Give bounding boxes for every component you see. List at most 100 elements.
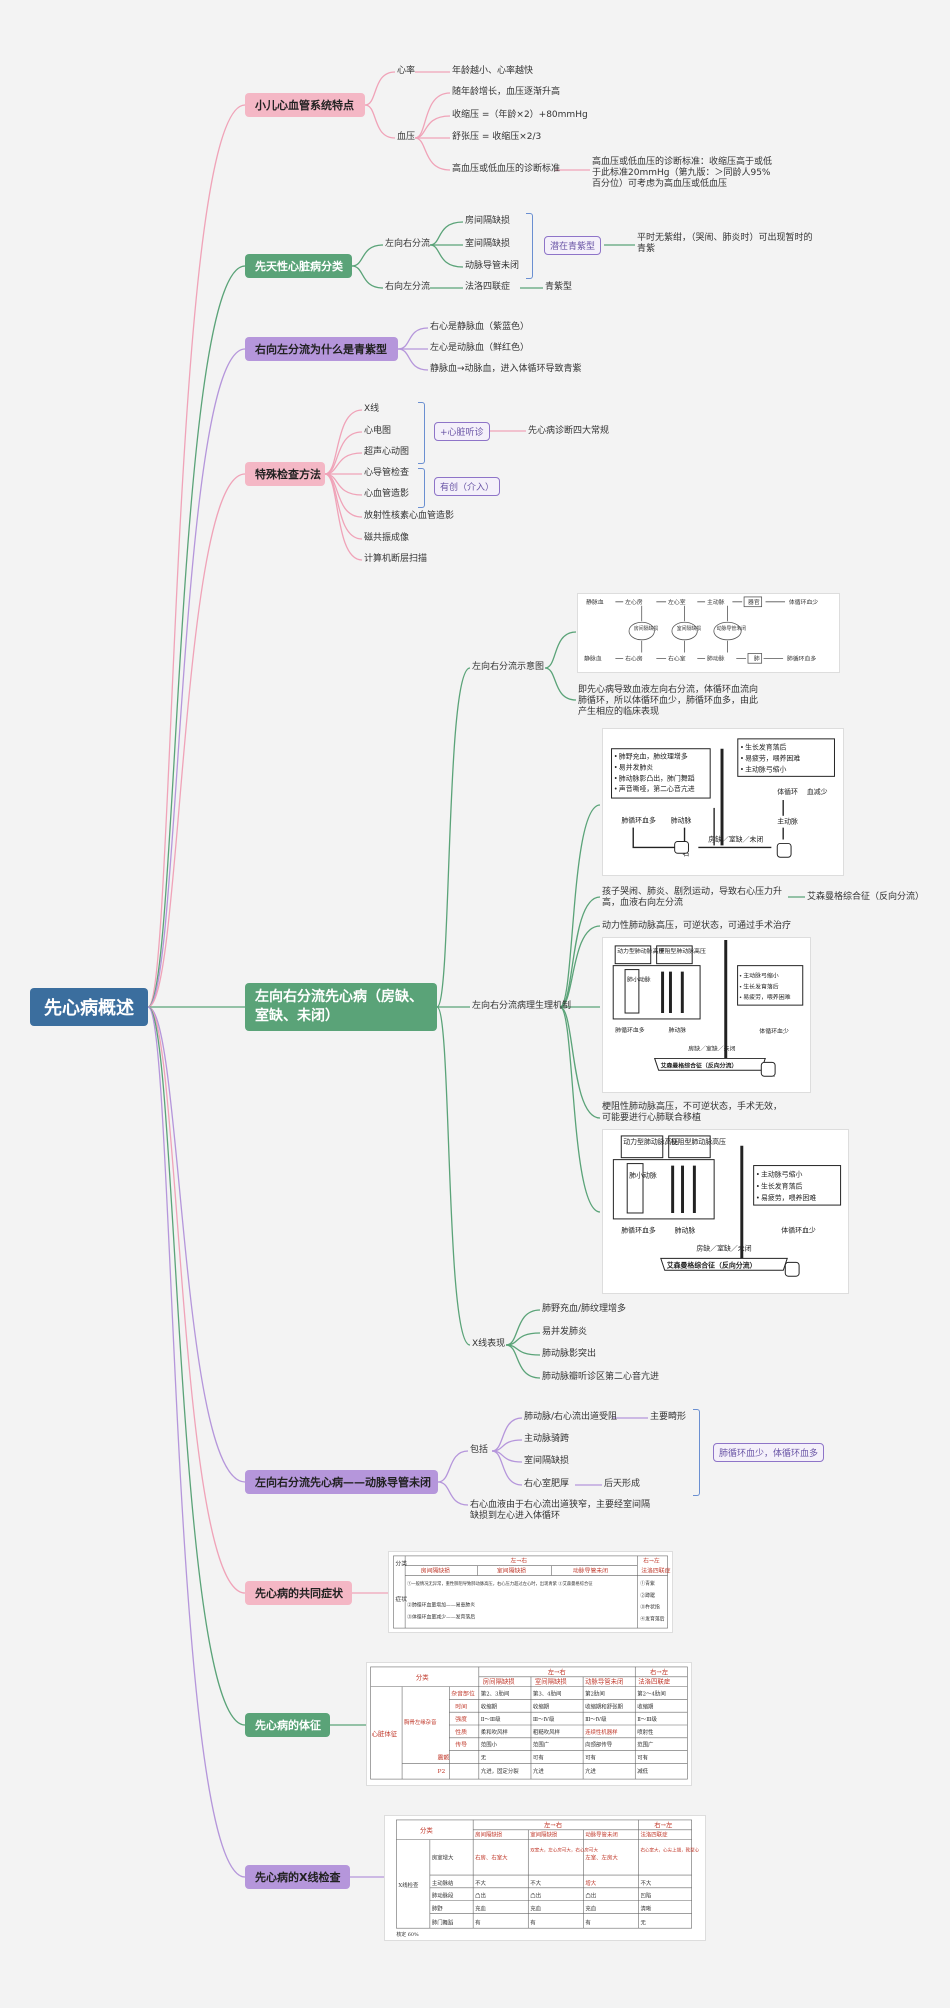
exam-catheter: 心导管检查 [364,468,410,478]
pda-item-1-detail: 主要畸形 [650,1412,687,1422]
t3-left-main: X线检查 [398,1881,419,1889]
t2-head-2: 右→左 [650,1667,669,1676]
d2-label-6: 体循环 [777,787,798,796]
symptoms-table: 分类 左→右 右→左 房间隔缺损 室间隔缺损 动脉导管未闭 法洛四联症 症状 ①… [388,1551,673,1633]
d1-mid-0: 房间隔缺损 [634,625,658,632]
t2-rowlabel-1: 时间 [455,1702,467,1710]
category-common-symptoms[interactable]: 先心病的共同症状 [245,1581,352,1605]
rl-tetralogy: 法洛四联症 [465,282,511,292]
bp-item-4-detail: 高血压或低血压的诊断标准：收缩压高于或低于此标准20mmHg（第九版：＞同龄人9… [592,157,773,189]
t3-head-2: 右→左 [654,1820,673,1829]
t2-c2-0: 第2肋间 [585,1689,605,1697]
category-rl-cyanosis[interactable]: 右向左分流为什么是青紫型 [245,337,398,361]
d2-label-5: 主动脉 [777,817,798,826]
d3-right-2: • 易疲劳，喂养困难 [740,993,791,1001]
t1-row-0: ①一般情况无异常，重性肺阻导致肺动脉高压，右心压力超过左心时，出现青紫 ②艾森曼… [407,1580,593,1587]
d1-top-1: 左心房 [625,598,643,606]
t1-rowlabel: 症状 [395,1595,407,1603]
t3-c2-2: 凸出 [585,1892,596,1900]
bp-label: 血压 [397,132,416,142]
d1-top-5: 体循环血少 [789,598,818,606]
auscultation-detail: 先心病诊断四大常规 [528,426,610,436]
t1-head-2: 右→左 [643,1557,660,1565]
t2-rowlabel-4: 传导 [455,1741,467,1749]
category-heart-features[interactable]: 小儿心血管系统特点 [245,93,365,117]
d2-label-3: 房缺／室缺／未闭 [708,834,763,843]
bp-item-1: 随年龄增长，血压逐渐升高 [452,87,561,97]
lr-shunt-label: 左向右分流 [385,239,431,249]
t2-c2-6: 亢进 [585,1767,596,1775]
xray-item-1: 肺野充血/肺纹理增多 [542,1304,627,1314]
t2-c0-6: 亢进，固定分裂 [481,1767,519,1775]
pda-note: 右心血液由于右心流出道狭窄，主要经室间隔缺损到左心进入体循环 [470,1500,651,1521]
d1-bot-5: 肺循环血多 [787,654,816,662]
category-lr-shunt[interactable]: 左向右分流先心病（房缺、室缺、未闭） [245,983,437,1031]
t1-right-0: ①青紫 [640,1580,655,1587]
d3-label-1: 肺动脉 [668,1026,686,1034]
t2-c3-6: 减低 [637,1767,648,1775]
t2-c1-4: 范围广 [533,1741,550,1749]
category-pda[interactable]: 左向右分流先心病——动脉导管未闭 [245,1470,438,1494]
t3-rowlabel-2: 肺动脉段 [432,1892,454,1900]
mechanism-diagram-3: 动力型肺动脉高压 梗阻型肺动脉高压 肺小动脉 • 主动脉弓缩小 • 生长发育落后… [602,1129,849,1294]
d3-box-0: 动力型肺动脉高压 [617,947,664,955]
t3-c3-1: 不大 [640,1879,651,1887]
t2-c1-2: Ⅲ～Ⅳ级 [533,1715,555,1723]
t2-c0-3: 柔和吹风样 [481,1728,509,1736]
mechanism-label: 左向右分流病理生理机制 [472,1001,572,1011]
t3-c0-0: 右房、右室大 [475,1853,508,1861]
t2-head-0: 分类 [416,1673,429,1682]
latent-cyanosis-detail: 平时无紫绀，（哭闹、肺炎时）可出现暂时的青紫 [637,233,813,254]
signs-table: 分类 左→右 右→左 房间隔缺损 室间隔缺损 动脉导管未闭 法洛四联症 心脏体征… [366,1662,692,1786]
t2-rowlabel-2: 强度 [455,1715,467,1723]
pda-item-2: 主动脉骑跨 [524,1434,570,1444]
lr-asd: 房间隔缺损 [465,216,511,226]
pda-item-1: 肺动脉/右心流出道受阻 [524,1412,618,1422]
auscultation-tag: +心脏听诊 [434,422,490,441]
bracket-c2 [526,213,533,279]
t1-head-0: 分类 [395,1560,407,1568]
category-chd-classification[interactable]: 先天性心脏病分类 [245,254,352,278]
t1-sub-0: 房间隔缺损 [421,1566,450,1574]
d3-label-3: 房缺／室缺／未闭 [688,1045,735,1053]
t1-sub-3: 法洛四联症 [641,1566,670,1574]
d3-box-1: 梗阻型肺动脉高压 [659,947,706,955]
t2-head-1: 左→右 [548,1667,566,1676]
pda-item-4-detail: 后天形成 [604,1479,641,1489]
t3-c2-0: 左室、左房大 [585,1853,618,1861]
lr-vsd: 室间隔缺损 [465,239,511,249]
d2-left-2: • 肺动脉影凸出，肺门舞蹈 [614,773,694,782]
d4-box-1: 梗阻型肺动脉高压 [671,1137,726,1146]
t2-rowlabel-5: 震颤 [438,1753,450,1761]
t3-rowlabel-3: 肺野 [432,1904,443,1912]
t1-head-1: 左→右 [511,1557,528,1565]
t2-c3-4: 范围广 [637,1741,654,1749]
mechanism-m1: 孩子哭闹、肺炎、剧烈运动，导致右心压力升高，血液右向左分流 [602,887,783,908]
heart-rate-label: 心率 [397,66,416,76]
mechanism-m3: 梗阻性肺动脉高压，不可逆状态，手术无效，可能要进行心肺联合移植 [602,1102,783,1123]
bracket-c4-a [418,402,425,464]
d2-left-0: • 肺野充血，肺纹理增多 [614,752,687,761]
bp-item-2: 收缩压 =（年龄×2）+80mmHg [452,110,588,120]
t2-c1-5: 可有 [533,1753,544,1761]
t3-rowlabel-1: 主动脉结 [432,1879,454,1887]
t3-c1-3: 充血 [530,1904,541,1912]
root-node[interactable]: 先心病概述 [30,988,148,1026]
d1-top-0: 静脉血 [586,598,604,606]
category-special-exams[interactable]: 特殊检查方法 [245,462,325,486]
category-signs[interactable]: 先心病的体征 [245,1713,330,1737]
category-xray[interactable]: 先心病的X线检查 [245,1865,350,1889]
d1-mid-2: 动脉导管未闭 [717,625,746,632]
t3-sub-0: 房间隔缺损 [475,1831,503,1839]
d2-label-7: 血减少 [807,787,828,796]
d1-top-3: 主动脉 [707,598,725,606]
t1-right-3: ④发育落后 [640,1615,664,1622]
t3-sub-1: 室间隔缺损 [530,1831,558,1839]
t2-c3-1: 收缩期 [637,1702,653,1710]
t2-c3-0: 第2～4肋间 [637,1689,666,1697]
t3-c1-1: 不大 [530,1879,541,1887]
d4-label-5: 体循环血少 [781,1226,816,1235]
lr-diagram-label: 左向右分流示意图 [472,662,545,672]
t3-rowlabel-0: 房室增大 [432,1853,454,1861]
